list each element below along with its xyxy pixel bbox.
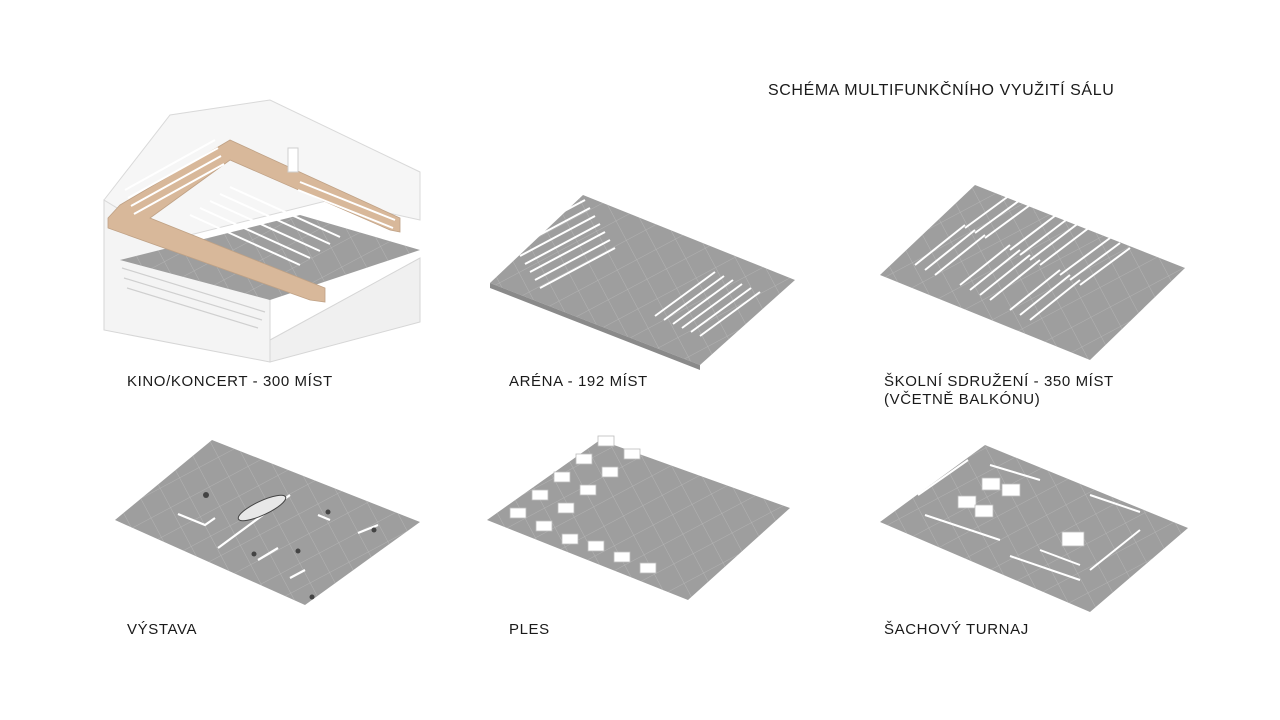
caption-line: VÝSTAVA: [127, 621, 198, 638]
school-assembly-layout-icon: [880, 185, 1185, 360]
diagram-title: SCHÉMA MULTIFUNKČNÍHO VYUŽITÍ SÁLU: [768, 82, 1115, 99]
arena-layout-icon: [490, 195, 795, 370]
caption-line: ARÉNA - 192 MÍST: [509, 373, 648, 390]
caption-line: KINO/KONCERT - 300 MÍST: [127, 373, 333, 390]
cinema-concert-layout-icon: [103, 99, 421, 363]
caption-line: (VČETNĚ BALKÓNU): [884, 391, 1041, 408]
caption-line: ŠKOLNÍ SDRUŽENÍ - 350 MÍST: [884, 373, 1114, 390]
caption-skolni-sdruzeni: ŠKOLNÍ SDRUŽENÍ - 350 MÍST (VČETNĚ BALKÓ…: [884, 373, 1114, 409]
ball-tables: [509, 435, 657, 574]
ball-layout-icon: [487, 435, 790, 600]
caption-line: PLES: [509, 621, 550, 638]
caption-kino-koncert: KINO/KONCERT - 300 MÍST: [127, 373, 333, 391]
cinema-seat-rows: [124, 139, 396, 266]
exhibit-object-icon: [237, 494, 287, 522]
caption-sachovy-turnaj: ŠACHOVÝ TURNAJ: [884, 621, 1029, 639]
chess-tournament-layout-icon: [880, 445, 1188, 612]
cinema-lower-seats: [121, 267, 266, 329]
caption-ples: PLES: [509, 621, 550, 639]
chess-boards: [957, 477, 1085, 547]
caption-vystava: VÝSTAVA: [127, 621, 197, 639]
caption-line: ŠACHOVÝ TURNAJ: [884, 621, 1029, 638]
chess-tables: [917, 459, 1141, 581]
exhibition-layout-icon: [115, 440, 420, 605]
caption-arena: ARÉNA - 192 MÍST: [509, 373, 648, 391]
arena-tribune-seats: [509, 199, 616, 289]
school-seat-blocks: [914, 194, 1131, 321]
arena-floor-seats: [654, 271, 761, 337]
